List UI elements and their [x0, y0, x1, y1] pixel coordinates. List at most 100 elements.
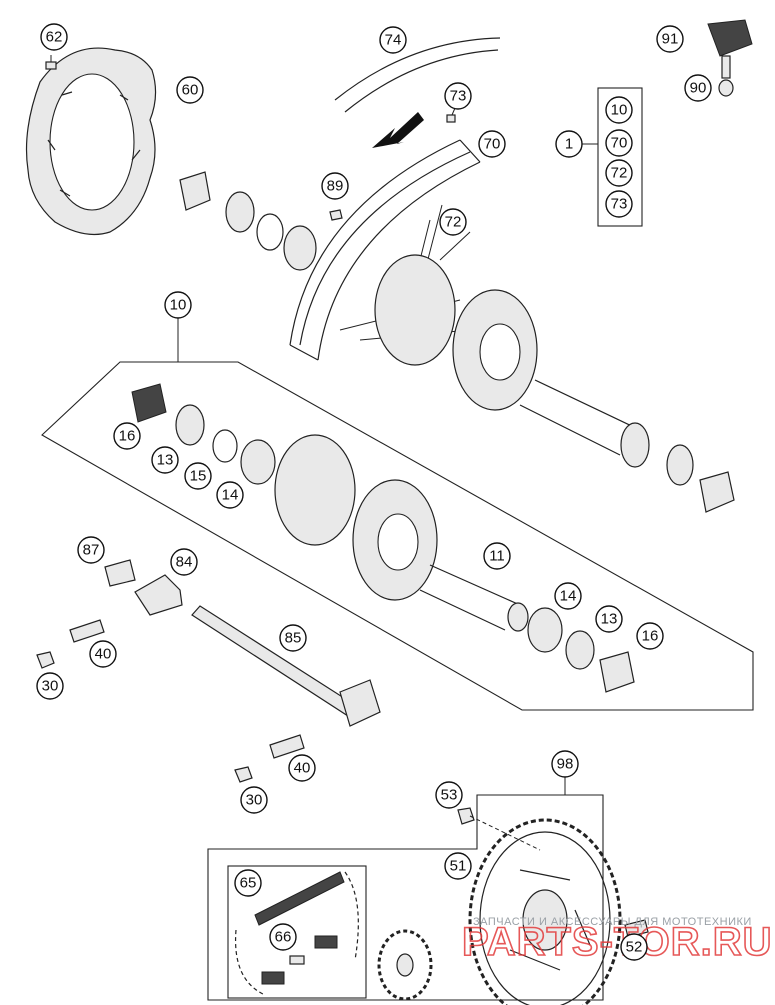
nut-part [36, 651, 253, 783]
svg-text:14: 14 [222, 487, 239, 504]
chain-kit-frame [227, 865, 367, 999]
svg-text:11: 11 [489, 548, 505, 565]
callout-62: 62 [40, 23, 68, 51]
svg-text:91: 91 [662, 31, 679, 48]
rotation-arrow [372, 112, 424, 148]
svg-text:40: 40 [294, 760, 311, 777]
callout-leaders [439, 107, 471, 261]
callout-90: 90 [684, 74, 712, 102]
callout-11: 11 [483, 542, 511, 570]
svg-text:53: 53 [441, 787, 458, 804]
callout-30: 30 [36, 672, 64, 700]
watermark-caption: ЗАПЧАСТИ И АКСЕССУАРЫ ДЛЯ МОТОТЕХНИКИ [473, 916, 752, 928]
callout-72: 72 [439, 208, 467, 236]
svg-text:60: 60 [182, 82, 199, 99]
svg-text:40: 40 [95, 646, 112, 663]
svg-text:30: 30 [42, 678, 59, 695]
callout-74: 74 [379, 26, 407, 54]
chain-part [234, 871, 359, 996]
callout-60: 60 [176, 76, 204, 104]
callout-91: 91 [656, 25, 684, 53]
svg-text:1: 1 [565, 136, 573, 153]
hub-assembly-part [131, 383, 635, 693]
callout-kit-10: 10 [605, 96, 633, 124]
sprocket-nut-part [457, 807, 541, 851]
tyre-lock-part [707, 19, 753, 97]
svg-text:66: 66 [275, 929, 292, 946]
callout-53: 53 [435, 781, 463, 809]
callout-52: 52 [620, 933, 648, 961]
svg-text:13: 13 [601, 611, 618, 628]
svg-text:90: 90 [690, 80, 707, 97]
callout-89: 89 [321, 172, 349, 200]
callout-kit-70: 70 [605, 129, 633, 157]
callout-65: 65 [234, 869, 262, 897]
rim-part [289, 139, 481, 361]
svg-text:10: 10 [170, 297, 187, 314]
svg-text:74: 74 [385, 32, 402, 49]
sprocket-bolt-part [624, 919, 649, 938]
svg-text:30: 30 [246, 792, 263, 809]
callout-30-b: 30 [240, 786, 268, 814]
svg-text:51: 51 [450, 858, 467, 875]
callout-66: 66 [269, 923, 297, 951]
spoke-nipple-part [446, 114, 456, 123]
callout-14: 14 [216, 481, 244, 509]
svg-text:14: 14 [560, 588, 577, 605]
sprocket-98-frame [207, 794, 604, 1001]
svg-text:73: 73 [450, 88, 467, 105]
svg-text:98: 98 [557, 756, 574, 773]
kit-1-box [597, 87, 643, 227]
callout-40-b: 40 [288, 754, 316, 782]
chain-adjuster-part [134, 574, 183, 616]
rear-sprocket-part [468, 818, 622, 1005]
callout-10: 10 [164, 291, 192, 319]
disc-bolt-part [45, 55, 57, 70]
hub-assembly-10-frame [41, 361, 754, 711]
svg-text:89: 89 [327, 178, 344, 195]
svg-text:87: 87 [83, 542, 100, 559]
svg-text:85: 85 [285, 630, 302, 647]
svg-text:10: 10 [611, 102, 628, 119]
callout-16: 16 [113, 422, 141, 450]
axle-nut-part [104, 559, 136, 587]
svg-text:72: 72 [445, 214, 462, 231]
wheel-hub-part [374, 254, 735, 513]
axle-part [191, 605, 381, 727]
callout-kit-73: 73 [605, 190, 633, 218]
callout-51: 51 [444, 852, 472, 880]
upper-bearing-spacer-part [179, 171, 317, 271]
callout-13: 13 [151, 446, 179, 474]
svg-text:70: 70 [484, 136, 501, 153]
callout-70: 70 [478, 130, 506, 158]
svg-text:52: 52 [626, 939, 643, 956]
front-sprocket-part [377, 929, 433, 1001]
adjuster-bolt-part [69, 619, 305, 759]
callout-73: 73 [444, 82, 472, 110]
callout-98: 98 [551, 750, 579, 778]
callout-40: 40 [89, 640, 117, 668]
svg-text:84: 84 [176, 554, 193, 571]
svg-text:16: 16 [119, 428, 136, 445]
svg-text:13: 13 [157, 452, 174, 469]
svg-text:65: 65 [240, 875, 257, 892]
valve-cap-part [329, 209, 343, 221]
callout-1: 1 [555, 130, 583, 158]
callout-16-b: 16 [636, 622, 664, 650]
svg-text:16: 16 [642, 628, 659, 645]
svg-text:72: 72 [611, 165, 628, 182]
callout-15: 15 [184, 462, 212, 490]
watermark-brand: PARTS-TOR.RU [462, 920, 773, 964]
svg-text:70: 70 [611, 135, 628, 152]
callout-84: 84 [170, 548, 198, 576]
callout-14-b: 14 [554, 582, 582, 610]
tyre-part [334, 37, 501, 113]
svg-text:62: 62 [46, 29, 63, 46]
callout-kit-72: 72 [605, 159, 633, 187]
callout-87: 87 [77, 536, 105, 564]
svg-text:15: 15 [190, 468, 207, 485]
svg-text:73: 73 [611, 196, 628, 213]
callout-85: 85 [279, 624, 307, 652]
callout-13-b: 13 [595, 605, 623, 633]
